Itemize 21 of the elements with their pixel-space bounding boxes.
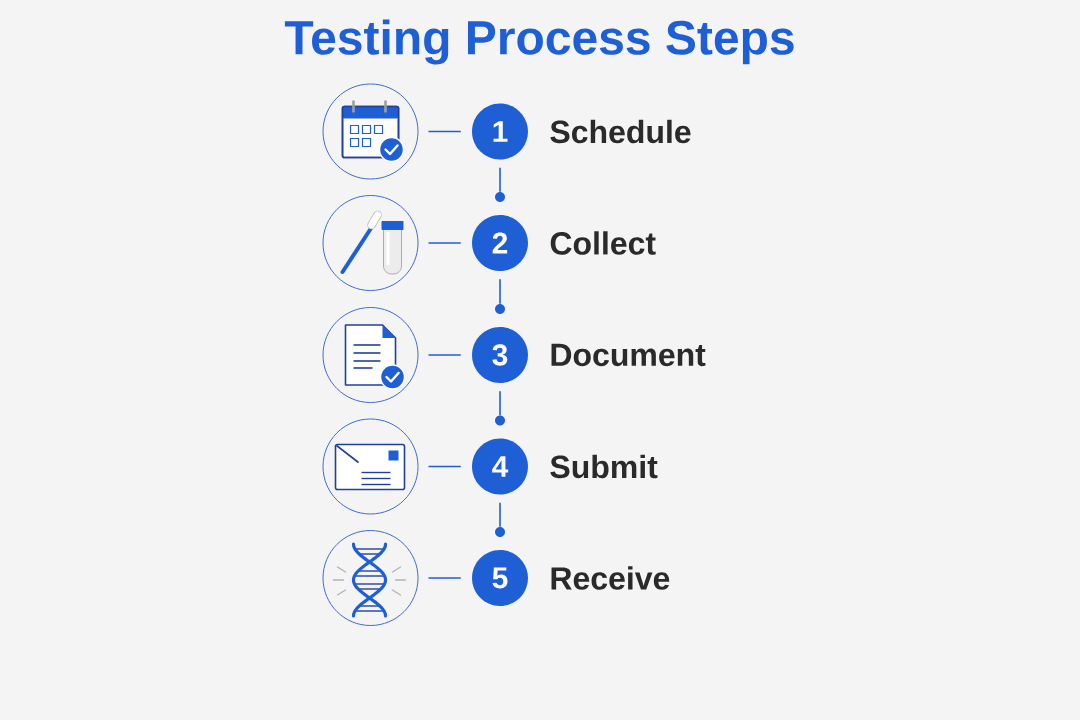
connector-line bbox=[427, 354, 462, 356]
step-label: Collect bbox=[550, 231, 656, 255]
step-number: 1 bbox=[472, 103, 528, 160]
step-number: 2 bbox=[472, 215, 528, 271]
connector-line bbox=[499, 166, 501, 193]
step-label: Schedule bbox=[550, 119, 691, 144]
step-number: 5 bbox=[472, 550, 528, 606]
connector-line bbox=[427, 242, 462, 244]
connector-line bbox=[427, 577, 462, 579]
step-number: 4 bbox=[472, 438, 528, 495]
step-number: 3 bbox=[472, 327, 528, 383]
connector-line bbox=[499, 278, 501, 305]
step-label: Document bbox=[551, 343, 706, 367]
connector-line bbox=[499, 501, 501, 528]
connector-line bbox=[499, 390, 501, 417]
step-label: Receive bbox=[551, 566, 670, 590]
icon-circle bbox=[322, 530, 419, 626]
step-label: Submit bbox=[550, 454, 658, 479]
title: Testing Process Steps bbox=[284, 19, 794, 65]
connector-line bbox=[427, 465, 462, 468]
connector-line bbox=[427, 130, 462, 133]
